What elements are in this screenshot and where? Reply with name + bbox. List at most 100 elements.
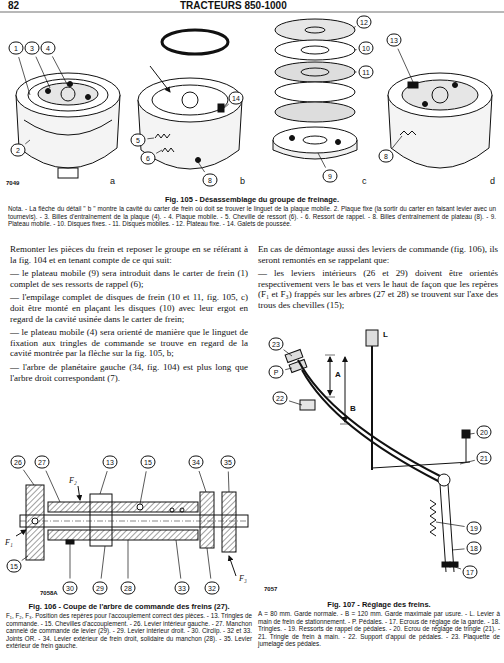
leader-line (470, 433, 475, 435)
callout-text: 22 (276, 395, 284, 402)
leader-line (354, 72, 357, 73)
leader-line (70, 544, 71, 579)
leader-line (224, 104, 229, 108)
page-number: 82 (8, 0, 19, 11)
callout-number: 2 (11, 144, 26, 157)
figure-number: 7057 (264, 586, 277, 592)
callout-number: 20 (477, 426, 492, 439)
callout-number: 21 (477, 452, 492, 465)
figure-caption: Fig. 105 - Désassemblage du groupe de fr… (8, 195, 496, 204)
leader-line (228, 472, 230, 493)
callout-number: 18 (467, 542, 482, 555)
callout-number: 4 (41, 42, 56, 55)
leader-line (36, 57, 50, 88)
body-paragraph: En cas de démontage aussi des leviers de… (258, 244, 498, 265)
figure-caption: Fig. 106 - Coupe de l'arbre de commande … (6, 602, 252, 611)
leader-line (19, 57, 30, 95)
leader-line (128, 540, 129, 579)
panel-letter: a (110, 176, 115, 186)
figure-legend: F₁, F₂, F₃. Position des repères pour l'… (6, 612, 252, 650)
leader-line (25, 140, 30, 144)
callout-number: 28 (121, 582, 136, 595)
panel-letter: d (490, 176, 495, 186)
callout-number: 35 (221, 456, 236, 469)
callout-text: 2 (16, 147, 20, 154)
text-column: Fig. 106 - Coupe de l'arbre de commande … (6, 602, 252, 650)
callout-text: 18 (470, 545, 478, 552)
callout-text: 4 (46, 45, 50, 52)
callout-text: 17 (466, 569, 474, 576)
callout-text: 35 (224, 459, 232, 466)
callout-text: 27 (38, 459, 46, 466)
callout-number: 14 (229, 92, 244, 105)
brake-housing-d (388, 73, 492, 168)
callout-number: P (269, 366, 284, 379)
callout-text: 26 (14, 459, 22, 466)
callout-number: 15 (141, 456, 156, 469)
shaft-section (16, 485, 248, 576)
leader-line (101, 546, 105, 579)
part-letter: L (382, 330, 389, 339)
body-paragraph: — les leviers intérieurs (26 et 29) doiv… (258, 268, 498, 310)
callout-text: 15 (144, 459, 152, 466)
figure-number: 7058A (40, 590, 58, 596)
callout-number: 12 (357, 16, 372, 29)
callout-number: 3 (25, 42, 40, 55)
callout-number: 5 (131, 134, 146, 147)
figure-legend: Nota. - La flèche du détail " b " montre… (8, 205, 496, 228)
callout-number: 19 (467, 522, 482, 535)
callout-number: 6 (141, 152, 156, 165)
leader-line (100, 471, 107, 494)
callout-text: 8 (384, 153, 388, 160)
callout-text: 9 (328, 173, 332, 180)
callout-number: 26 (11, 456, 26, 469)
leader-line (318, 153, 326, 168)
leader-line (140, 471, 146, 504)
leader-line (460, 460, 475, 464)
body-paragraph: — l'empilage complet de disques de frein… (10, 292, 248, 324)
leader-line (289, 401, 302, 405)
callout-number: 15 (7, 560, 22, 573)
callout-number: 32 (205, 582, 220, 595)
leader-line (354, 49, 357, 50)
callout-number: 27 (35, 456, 50, 469)
body-paragraph: — l'arbre de planétaire gauche (34, fig.… (10, 362, 248, 383)
callout-text: 34 (192, 459, 200, 466)
callout-text: 6 (146, 155, 150, 162)
callout-number: 10 (359, 42, 374, 55)
leader-line (198, 162, 205, 172)
mark-label: F₂ (68, 476, 78, 485)
leader-line (176, 540, 181, 579)
callout-text: 20 (480, 429, 488, 436)
callout-text: 12 (360, 19, 368, 26)
leader-line (199, 471, 206, 492)
leader-line (147, 138, 154, 140)
callout-text: 15 (10, 563, 18, 570)
callout-text: 19 (470, 525, 478, 532)
figure-number: 7049 (6, 180, 19, 186)
leader-line (23, 470, 34, 485)
callout-number: 13 (103, 456, 118, 469)
mark-label: F₃ (238, 574, 248, 583)
text-column: Fig. 107 - Réglage des freins.A = 80 mm.… (258, 600, 500, 648)
leader-line (398, 49, 413, 82)
callout-text: 30 (66, 585, 74, 592)
callout-number: 29 (93, 582, 108, 595)
leader-line (392, 136, 402, 149)
leader-line (22, 556, 28, 561)
leader-line (156, 150, 162, 153)
dimension-label: A (334, 370, 342, 379)
body-paragraph: Remonter les pièces du frein et reposer … (10, 244, 248, 265)
callout-number: 11 (359, 66, 374, 79)
figure-caption: Fig. 107 - Réglage des freins. (258, 600, 500, 609)
brake-housing-b (138, 30, 242, 169)
callout-text: 21 (480, 455, 488, 462)
callout-number: 33 (175, 582, 190, 595)
brake-housing-a (16, 73, 120, 178)
callout-text: 29 (96, 585, 104, 592)
running-header: TRACTEURS 850-1000 (180, 0, 287, 11)
callout-text: 13 (390, 37, 398, 44)
pedal-linkage (285, 330, 470, 572)
leader-line (52, 56, 68, 86)
figure-legend: A = 80 mm. Garde normale. - B = 120 mm. … (258, 610, 500, 648)
